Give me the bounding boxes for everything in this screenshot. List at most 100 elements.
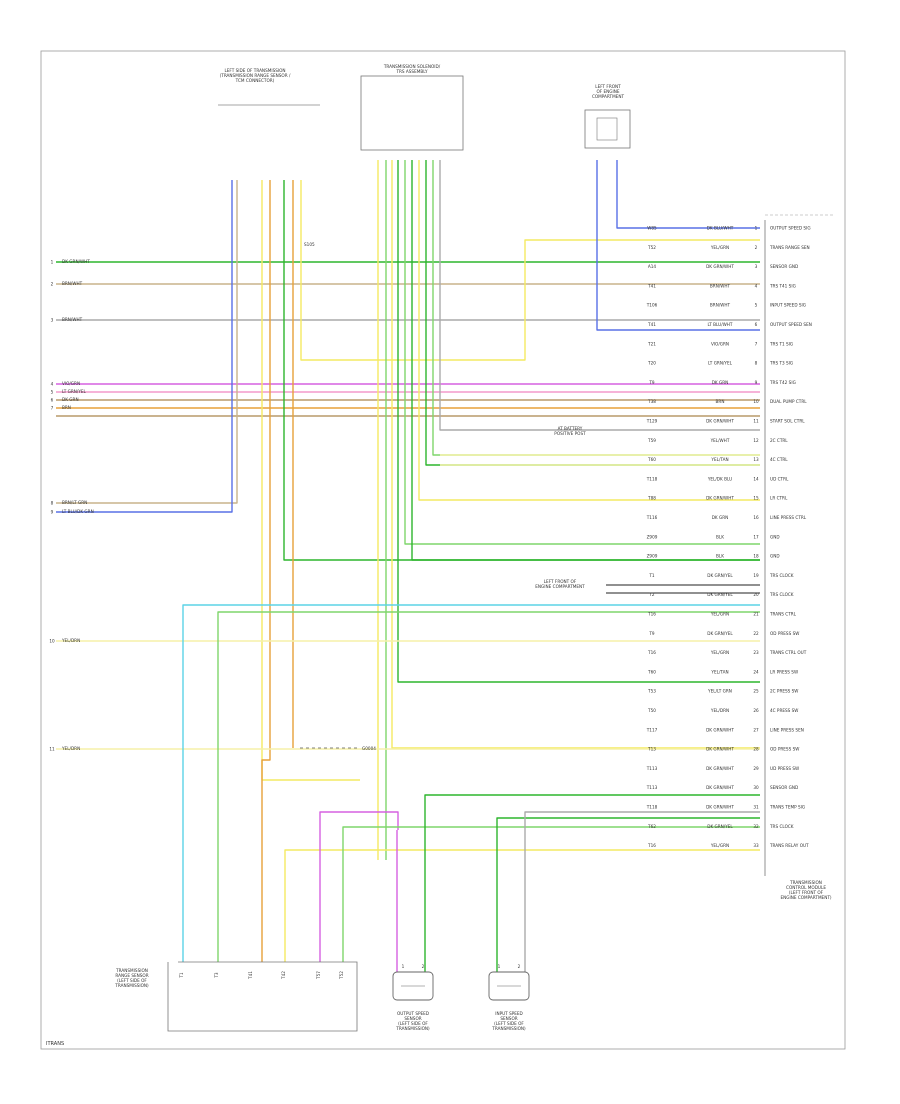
- output-sensor-pin: 2: [422, 964, 425, 969]
- connector-tsa-title: TRANSMISSION SOLENOID/: [383, 64, 441, 69]
- wire-input-sensor-2: [524, 811, 760, 972]
- right-pin-circuit: T38: [647, 399, 656, 404]
- input-sensor-pin: 2: [518, 964, 521, 969]
- splice-label-s3: AT BATTERY: [558, 426, 583, 431]
- right-pin-number: 30: [753, 785, 759, 790]
- left-wire-number: 2: [51, 282, 54, 287]
- wire-lr-to-tcm-1: [616, 160, 760, 229]
- right-pin-function: SENSOR GND: [770, 785, 798, 790]
- right-pin-number: 4: [755, 283, 758, 288]
- diagram-border: [40, 50, 846, 1050]
- left-wire-label: BRN: [62, 405, 71, 410]
- right-pin-function: TRANS RANGE SEN: [769, 245, 810, 250]
- connector-output-sensor-title: SENSOR: [404, 1016, 421, 1021]
- right-pin-circuit: T118: [646, 476, 658, 481]
- right-pin-function: 4C PRESS SW: [770, 708, 798, 713]
- wire-left-vertical-5: [283, 180, 760, 561]
- wire-left-vertical-3: [261, 180, 360, 781]
- wire-bottom-green-2: [342, 826, 760, 962]
- connector-input-sensor-title: INPUT SPEED: [495, 1011, 523, 1016]
- right-pin-color: LT GRN/YEL: [708, 361, 733, 366]
- right-pin-number: 7: [755, 341, 758, 346]
- right-pin-circuit: T62: [647, 824, 656, 829]
- right-pin-circuit: T116: [646, 515, 658, 520]
- left-wire-number: 6: [51, 398, 54, 403]
- input-sensor-pin: 1: [498, 964, 501, 969]
- left-wire-label: YEL/DRN: [61, 638, 80, 643]
- left-wire-number: 9: [51, 510, 54, 515]
- right-pin-number: 32: [753, 824, 759, 829]
- right-pin-function: DUAL PUMP CTRL: [770, 399, 807, 404]
- right-pin-function: TRS T42 SIG: [769, 380, 796, 385]
- left-wire-label: DK GRN: [62, 397, 79, 402]
- right-pin-number: 27: [753, 727, 759, 732]
- right-pin-circuit: T16: [647, 650, 656, 655]
- right-pin-function: START SOL CTRL: [770, 419, 805, 424]
- right-pin-number: 24: [753, 669, 759, 674]
- right-pin-circuit: Z909: [647, 554, 658, 559]
- connector-tsa-box: [360, 75, 464, 151]
- wire-bottom-cyan: [182, 604, 760, 962]
- right-pin-function: INPUT SPEED SIG: [770, 303, 806, 308]
- right-pin-number: 14: [753, 476, 759, 481]
- right-pin-color: BRN/WHT: [710, 283, 731, 288]
- right-pin-function: TRS CLOCK: [769, 824, 794, 829]
- connector-tcm-title: CONTROL MODULE: [786, 885, 826, 890]
- right-pin-circuit: T117: [646, 727, 658, 732]
- wire-input-sensor-1: [496, 817, 760, 972]
- wire-output-sensor: [424, 794, 760, 972]
- right-pin-color: DK GRN/WHT: [706, 785, 734, 790]
- left-wire-label: YEL/DRN: [61, 746, 80, 751]
- right-pin-circuit: T60: [647, 669, 656, 674]
- splice-label-s4: ENGINE COMPARTMENT: [535, 584, 585, 589]
- wire-lr-to-tcm-2: [596, 160, 760, 331]
- right-pin-circuit: T113: [646, 766, 658, 771]
- bottom-pin-label: T3: [214, 972, 219, 979]
- right-pin-circuit: T118: [646, 805, 658, 810]
- left-wire-number: 4: [51, 382, 54, 387]
- wire-bottom-yellow: [284, 849, 760, 962]
- right-pin-color: YEL/GRN: [710, 245, 729, 250]
- left-wire-number: 5: [51, 390, 54, 395]
- right-pin-color: DK GRN/WHT: [706, 264, 734, 269]
- right-pin-function: GND: [770, 554, 780, 559]
- right-pin-color: DK GRN/WHT: [706, 805, 734, 810]
- bottom-pin-label: T52: [339, 971, 344, 980]
- right-pin-circuit: T1: [648, 573, 655, 578]
- right-pin-color: DK GRN/YEL: [707, 592, 733, 597]
- right-pin-circuit: T16: [647, 612, 656, 617]
- right-pin-number: 19: [753, 573, 759, 578]
- output-sensor-pin: 1: [402, 964, 405, 969]
- right-pin-function: TRS T3 SIG: [769, 361, 793, 366]
- right-pin-number: 22: [753, 631, 759, 636]
- right-pin-function: TRS T41 SIG: [769, 283, 796, 288]
- connector-input-sensor-title: (LEFT SIDE OF: [494, 1021, 524, 1026]
- right-pin-circuit: T41: [647, 322, 656, 327]
- wire-tsa-vertical: [404, 160, 760, 545]
- right-pin-function: TRS CLOCK: [769, 573, 794, 578]
- right-pin-color: BLK: [716, 534, 724, 539]
- footer-code: ITRANS: [46, 1041, 64, 1047]
- right-pin-function: LR PRESS SW: [770, 669, 798, 674]
- wire-tsa-vertical: [439, 160, 760, 431]
- wire-left-vertical-4: [261, 180, 271, 962]
- connector-left-tcm-title: LEFT SIDE OF TRANSMISSION: [224, 68, 285, 73]
- right-pin-circuit: T50: [647, 708, 656, 713]
- left-wire-label: BRN/WHT: [62, 317, 83, 322]
- connector-output-sensor-title: OUTPUT SPEED: [397, 1011, 429, 1016]
- right-pin-function: TRANS CTRL: [769, 612, 797, 617]
- right-pin-number: 28: [753, 747, 759, 752]
- right-pin-number: 33: [753, 843, 759, 848]
- wire-tsa-vertical: [418, 160, 760, 501]
- right-pin-number: 12: [753, 438, 759, 443]
- wire-tsa-vertical: [391, 160, 760, 749]
- right-pin-circuit: T113: [646, 785, 658, 790]
- right-pin-function: 4C CTRL: [770, 457, 788, 462]
- right-pin-number: 26: [753, 708, 759, 713]
- right-pin-function: OD PRESS SW: [770, 631, 799, 636]
- right-pin-circuit: T41: [647, 283, 656, 288]
- wire-left-vertical-1: [56, 180, 238, 504]
- connector-left-tcm-title: (TRANSMISSION RANGE SENSOR /: [220, 73, 291, 78]
- right-pin-circuit: T60: [647, 457, 656, 462]
- right-pin-number: 9: [755, 380, 758, 385]
